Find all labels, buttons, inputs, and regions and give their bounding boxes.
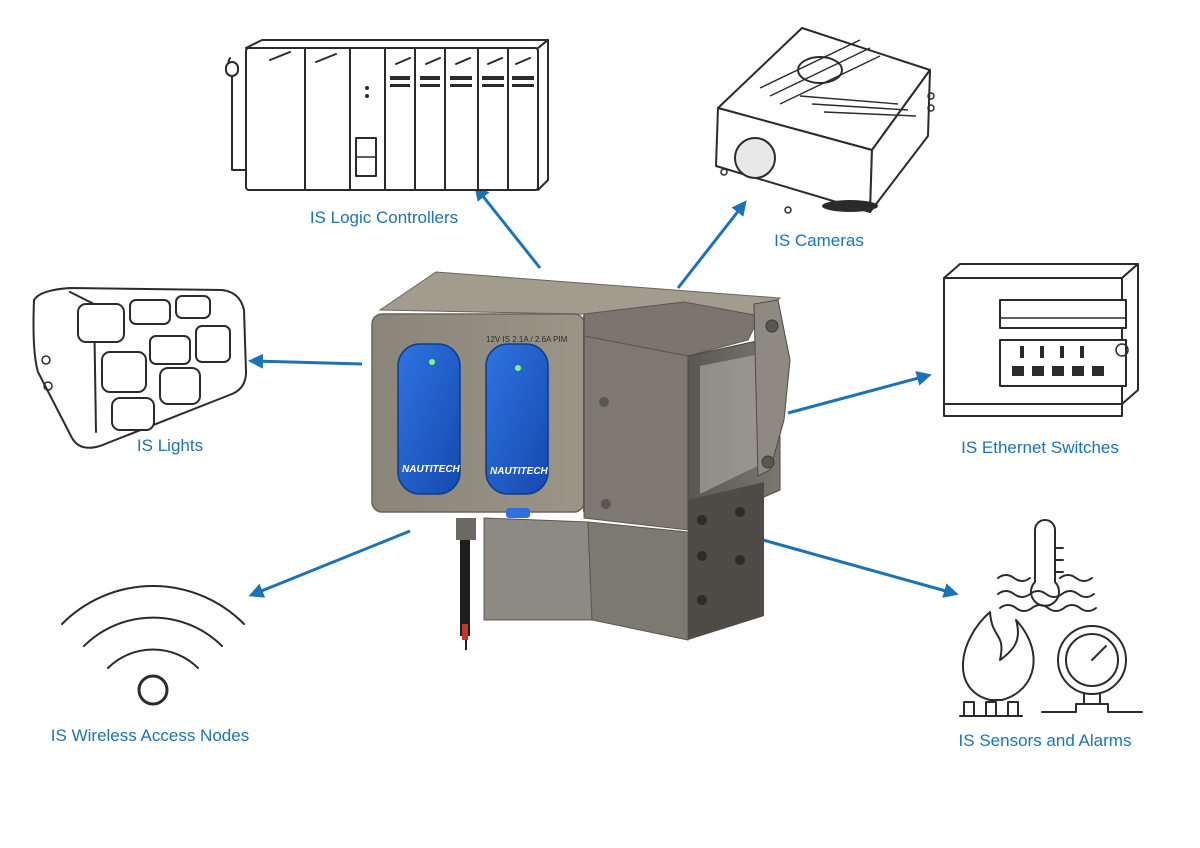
arrow-wireless [248,529,411,598]
connector-arrows [248,185,959,598]
wifi-icon [61,585,245,706]
ethernet-switch-icon [943,263,1139,417]
hub-brand-left: NAUTITECH [402,464,461,475]
label-logic-controllers: IS Logic Controllers [309,208,459,227]
arrow-sensors [762,538,959,598]
arrow-logic [474,185,542,269]
arrow-ethernet [787,371,932,415]
camera-housing-icon [715,27,935,214]
label-sensors-alarms: IS Sensors and Alarms [958,731,1132,750]
label-lights: IS Lights [136,436,204,455]
label-cameras: IS Cameras [774,231,864,250]
arrow-lights [248,353,363,369]
label-wireless-access-nodes: IS Wireless Access Nodes [50,726,250,745]
hub-brand-right: NAUTITECH [490,466,549,477]
plc-rack-icon [225,39,549,191]
label-ethernet-switches: IS Ethernet Switches [961,438,1119,457]
arrow-cameras [676,200,747,289]
hub-enclosure [371,271,791,650]
sensor-alarm-icon [959,519,1143,717]
led-light-icon [32,287,247,449]
hub-rating-text: 12V IS 2.1A / 2.6A PIM [486,335,568,344]
